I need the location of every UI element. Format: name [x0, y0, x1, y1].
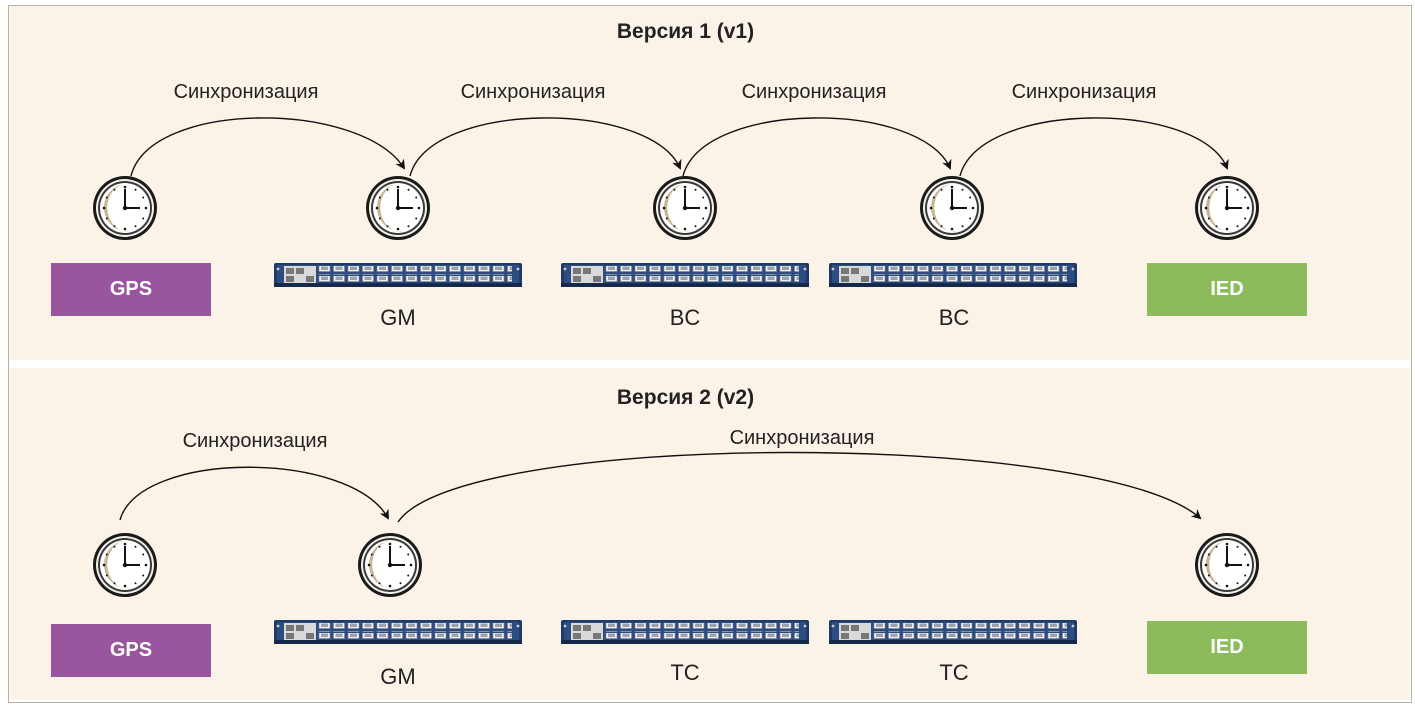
clock-icon: [652, 175, 718, 241]
gps-label: GPS: [109, 278, 153, 300]
device-label-bc-1: BC: [669, 305, 701, 330]
clock-icon: [1194, 175, 1260, 241]
clock-icon: [92, 175, 158, 241]
arrow-icon: [130, 117, 406, 177]
clock-icon: [919, 175, 985, 241]
sync-label-v2-2: Синхронизация: [729, 427, 875, 449]
network-switch-icon: [561, 263, 809, 287]
device-label-tc-1: TC: [670, 660, 700, 685]
clock-icon: [1194, 532, 1260, 598]
device-label-gm-v2: GM: [380, 664, 416, 689]
title-version-2: Версия 2 (v2): [616, 386, 755, 409]
network-switch-icon: [561, 620, 809, 644]
device-label-gm: GM: [380, 305, 416, 330]
network-switch-icon: [274, 620, 522, 644]
sync-label-4: Синхронизация: [1011, 81, 1157, 103]
sync-label-v2-1: Синхронизация: [182, 430, 328, 452]
clock-icon: [357, 532, 423, 598]
sync-label-2: Синхронизация: [460, 81, 606, 103]
arrow-icon: [409, 117, 682, 177]
gps-box-v2: GPS: [51, 624, 211, 677]
device-label-bc-2: BC: [938, 305, 970, 330]
arrow-icon: [682, 117, 952, 177]
gps-box: GPS: [51, 263, 211, 316]
arrow-icon: [959, 117, 1229, 177]
ied-box-v2: IED: [1147, 621, 1307, 674]
ied-box: IED: [1147, 263, 1307, 316]
title-version-1: Версия 1 (v1): [616, 20, 755, 43]
gps-label-v2: GPS: [109, 639, 153, 661]
network-switch-icon: [274, 263, 522, 287]
arrow-icon: [397, 451, 1202, 523]
sync-label-3: Синхронизация: [741, 81, 887, 103]
sync-label-1: Синхронизация: [173, 81, 319, 103]
clock-icon: [92, 532, 158, 598]
clock-icon: [365, 175, 431, 241]
ied-label-v2: IED: [1210, 636, 1244, 658]
arrow-icon: [119, 466, 389, 521]
device-label-tc-2: TC: [939, 660, 969, 685]
ied-label: IED: [1210, 278, 1244, 300]
network-switch-icon: [829, 620, 1077, 644]
network-switch-icon: [829, 263, 1077, 287]
